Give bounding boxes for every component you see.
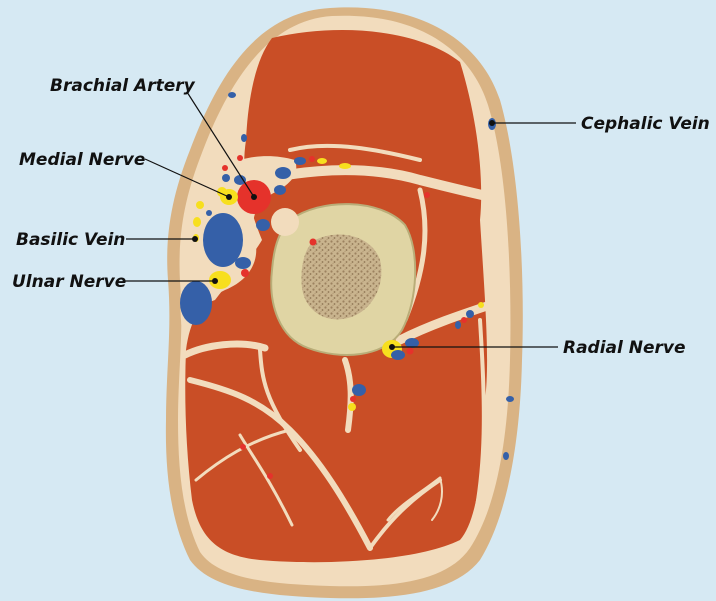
label-basilic-vein: Basilic Vein	[16, 230, 125, 250]
label-brachial-artery: Brachial Artery	[50, 76, 196, 96]
label-radial-nerve: Radial Nerve	[563, 338, 686, 358]
basilic-vein	[203, 213, 243, 267]
label-ulnar-nerve: Ulnar Nerve	[12, 272, 126, 292]
humerus-bone	[271, 204, 415, 355]
label-medial-nerve: Medial Nerve	[19, 150, 145, 170]
label-cephalic-vein: Cephalic Vein	[581, 114, 710, 134]
large-medial-vein	[180, 281, 212, 325]
